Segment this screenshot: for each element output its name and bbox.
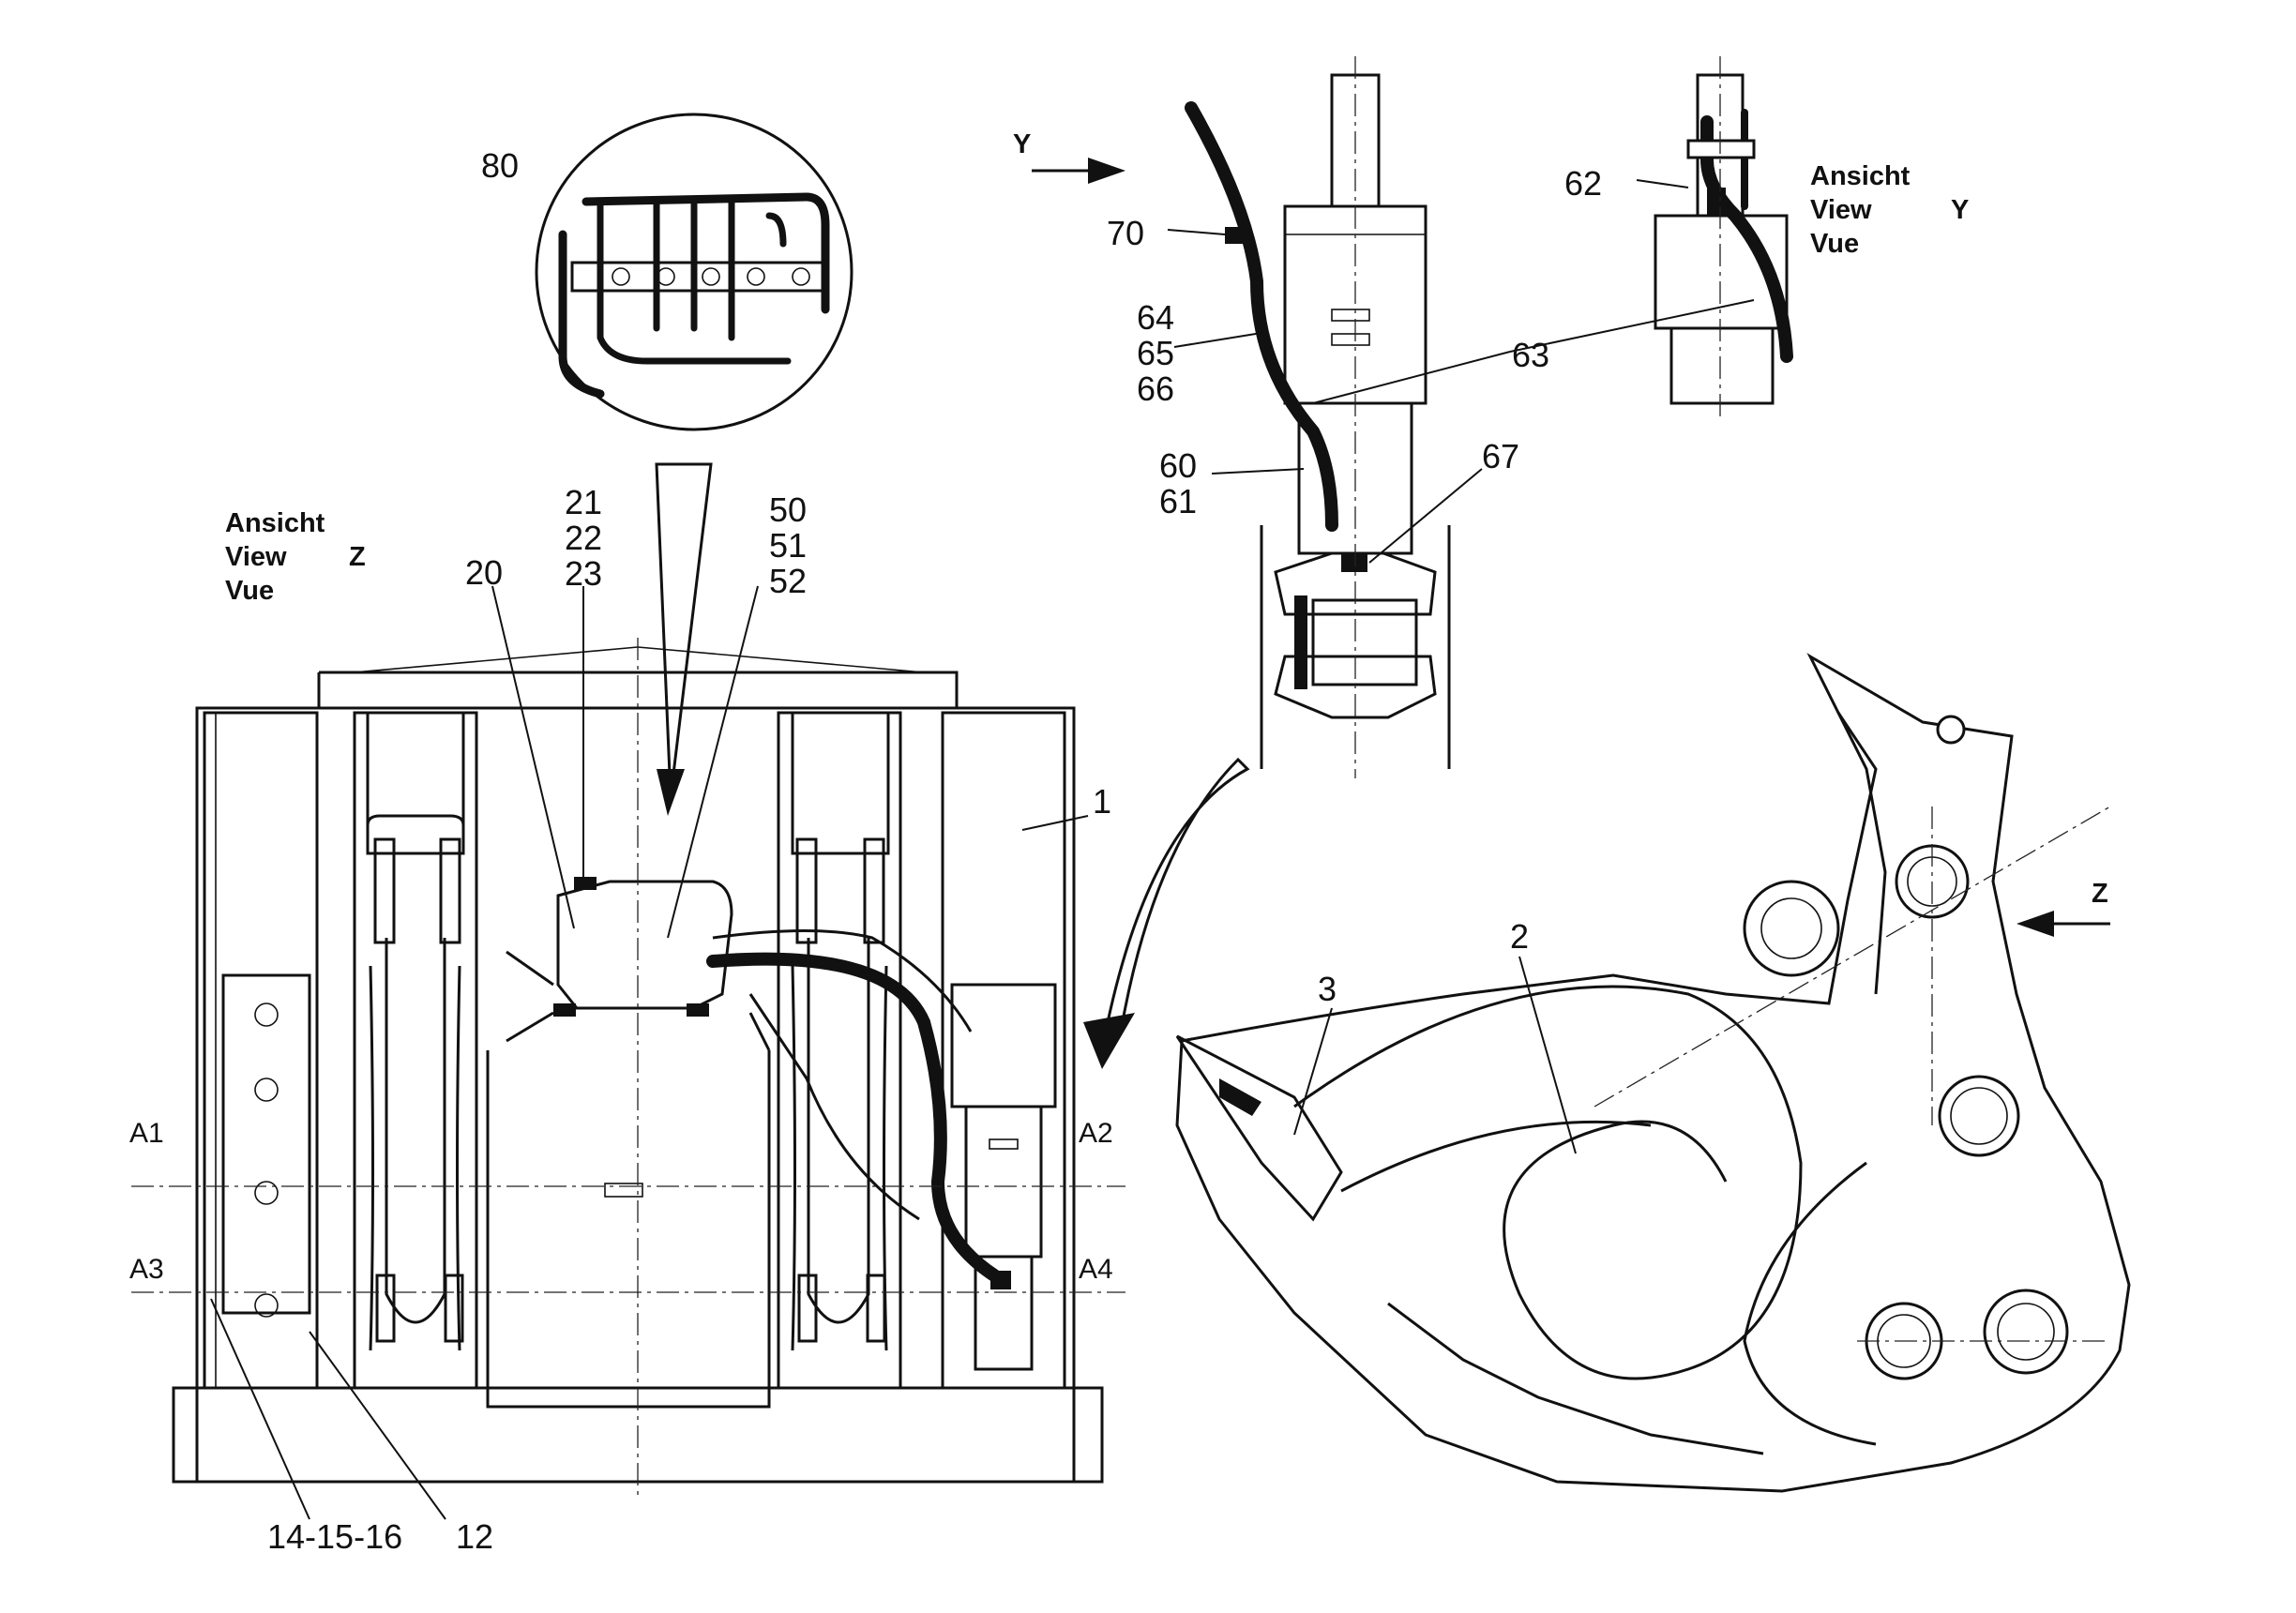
- callout-50-51-52: 50 51 52: [769, 492, 807, 599]
- callout-62: 62: [1564, 164, 1603, 203]
- callout-67: 67: [1482, 437, 1520, 475]
- callout-21: 21: [565, 483, 603, 521]
- callout-2: 2: [1510, 917, 1530, 956]
- z-arrow-letter: Z: [2092, 879, 2108, 909]
- view-y-letter: Y: [1951, 195, 1970, 225]
- view-z-line2: View: [225, 542, 287, 572]
- callout-1: 1: [1093, 782, 1112, 821]
- callout-63: 63: [1512, 336, 1550, 374]
- detail-80-circle: [535, 113, 853, 816]
- callout-65: 65: [1137, 334, 1175, 372]
- detail-wedge-arrow: [1083, 757, 1250, 1069]
- callout-70: 70: [1107, 214, 1145, 252]
- callout-61: 61: [1159, 482, 1198, 520]
- zone-a4: A4: [1079, 1254, 1113, 1285]
- callout-3: 3: [1318, 970, 1337, 1008]
- callout-51: 51: [769, 526, 808, 565]
- view-y-line2: View: [1810, 195, 1872, 225]
- callout-14-15-16: 14-15-16: [267, 1517, 403, 1556]
- ripper-tooth-side-view: [1175, 653, 2131, 1493]
- leader-lines: [210, 179, 1755, 1520]
- view-z-caption: Ansicht View Vue: [225, 506, 325, 608]
- z-direction-arrow: [2017, 911, 2110, 937]
- callout-60-61: 60 61: [1159, 448, 1197, 520]
- callout-66: 66: [1137, 369, 1175, 408]
- view-y-caption: Ansicht View Vue: [1810, 159, 1910, 261]
- y-arrow-letter: Y: [1013, 129, 1032, 159]
- view-z-letter: Z: [349, 542, 366, 572]
- callout-64-65-66: 64 65 66: [1137, 300, 1174, 407]
- view-y-line3: Vue: [1810, 229, 1860, 259]
- zone-a3: A3: [129, 1254, 164, 1285]
- callout-60: 60: [1159, 446, 1198, 485]
- view-y-detail: [1654, 56, 1793, 422]
- frame-view-z: [131, 638, 1125, 1500]
- callout-21-22-23: 21 22 23: [565, 485, 602, 592]
- callout-80: 80: [481, 146, 520, 185]
- callout-23: 23: [565, 554, 603, 593]
- callout-20: 20: [465, 553, 504, 592]
- view-z-line1: Ansicht: [225, 508, 325, 538]
- callout-12: 12: [456, 1517, 494, 1556]
- callout-52: 52: [769, 562, 808, 600]
- zone-a1: A1: [129, 1118, 164, 1149]
- callout-64: 64: [1137, 298, 1175, 337]
- callout-50: 50: [769, 490, 808, 529]
- cylinder-section: [1185, 56, 1451, 778]
- view-z-line3: Vue: [225, 576, 275, 606]
- callout-22: 22: [565, 519, 603, 557]
- zone-a2: A2: [1079, 1118, 1113, 1149]
- y-direction-arrow: [1032, 158, 1125, 184]
- view-y-line1: Ansicht: [1810, 161, 1911, 191]
